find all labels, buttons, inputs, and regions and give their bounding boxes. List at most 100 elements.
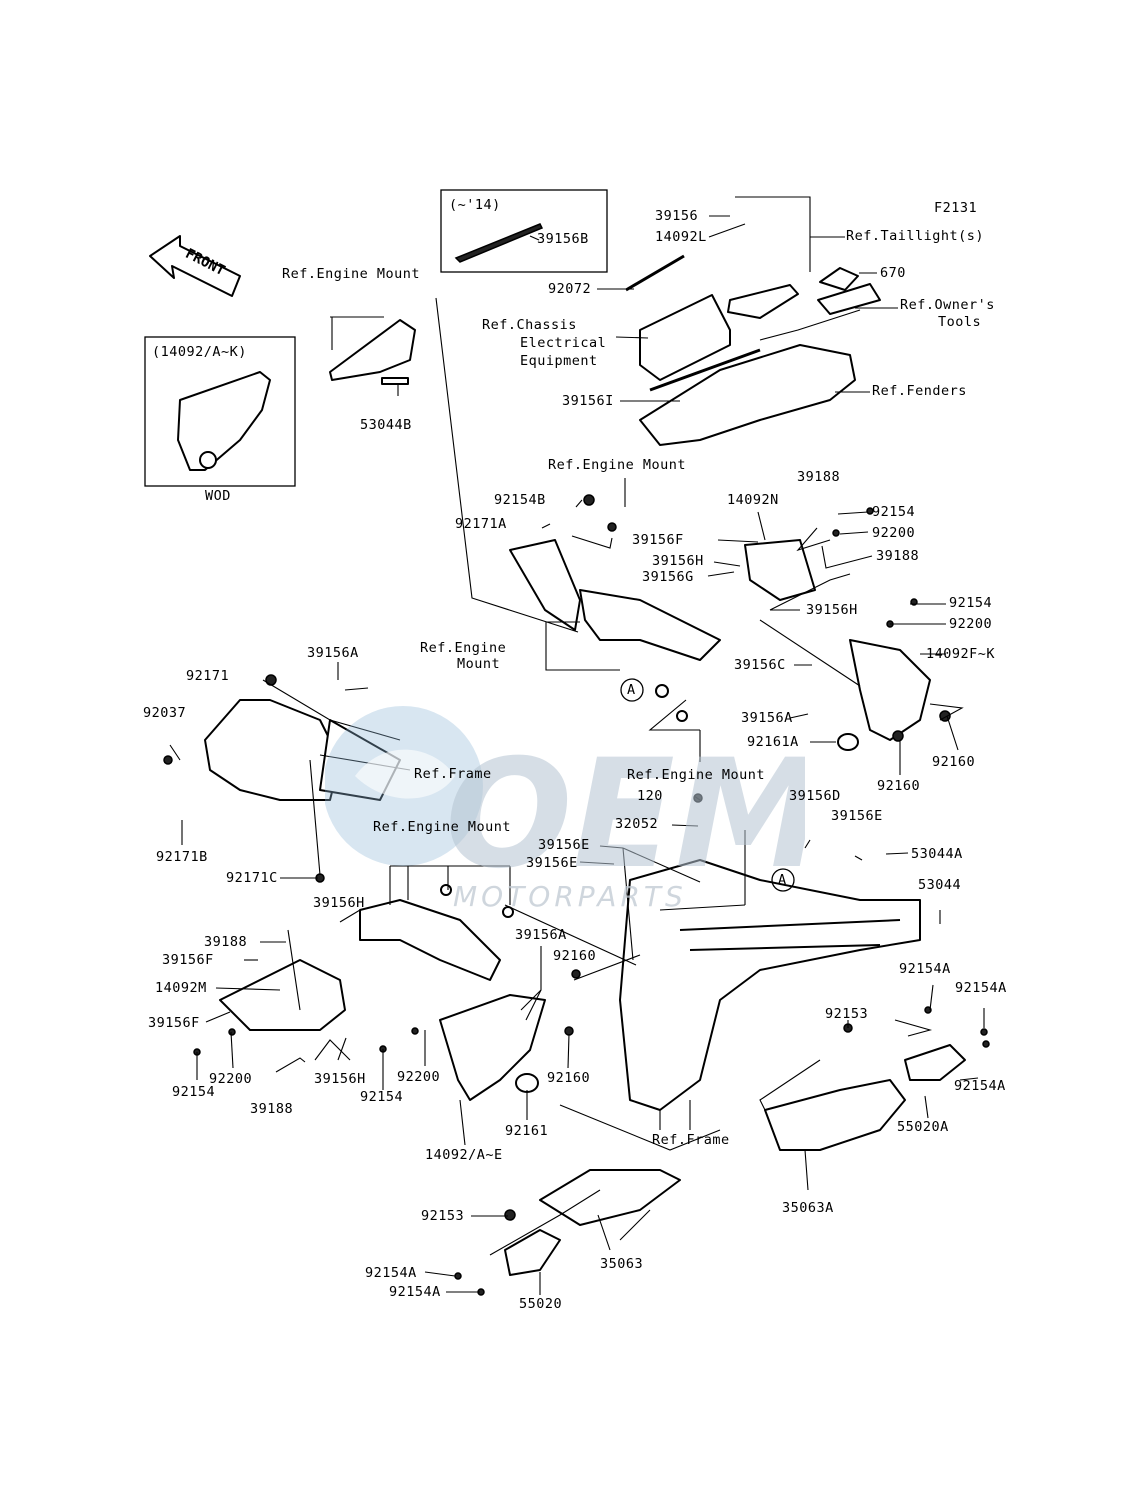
seat-rail-right-shape — [744, 539, 816, 601]
part-39156g[interactable]: 39156G — [642, 569, 694, 585]
part-14092m[interactable]: 14092M — [155, 980, 207, 996]
part-92160-4[interactable]: 92160 — [547, 1070, 591, 1086]
taillight-shape — [727, 284, 799, 319]
battery-box-shape — [639, 294, 731, 381]
part-39156a-1[interactable]: 39156A — [741, 710, 793, 726]
side-cover-left-shape — [219, 959, 346, 1031]
ref-frame-2[interactable]: Ref.Frame — [652, 1132, 730, 1148]
part-55020[interactable]: 55020 — [519, 1296, 563, 1312]
part-92154a-4[interactable]: 92154A — [365, 1265, 417, 1281]
part-92171b[interactable]: 92171B — [156, 849, 208, 865]
part-39156a-3[interactable]: 39156A — [515, 927, 567, 943]
part-39156a-2[interactable]: 39156A — [307, 645, 359, 661]
ref-chassis-line2[interactable]: Electrical — [520, 335, 607, 351]
part-92154b[interactable]: 92154B — [494, 492, 546, 508]
part-14092f-k[interactable]: 14092F~K — [926, 646, 996, 662]
marker-a-circle-2 — [771, 868, 795, 892]
part-92154-3[interactable]: 92154 — [172, 1084, 216, 1100]
part-92154a-3[interactable]: 92154A — [954, 1078, 1006, 1094]
part-39156[interactable]: 39156 — [655, 208, 699, 224]
part-39188-3[interactable]: 39188 — [204, 934, 248, 950]
figure-code: F2131 — [934, 200, 978, 216]
ref-fenders[interactable]: Ref.Fenders — [872, 383, 967, 399]
side-cover-right-shape — [849, 639, 931, 741]
lower-cover-shape — [439, 994, 546, 1101]
part-39188-4[interactable]: 39188 — [250, 1101, 294, 1117]
part-92154a-5[interactable]: 92154A — [389, 1284, 441, 1300]
part-92153-2[interactable]: 92153 — [421, 1208, 465, 1224]
part-92200-1[interactable]: 92200 — [872, 525, 916, 541]
ref-taillight[interactable]: Ref.Taillight(s) — [846, 228, 985, 244]
part-39156e-2[interactable]: 39156E — [538, 837, 590, 853]
part-92171c[interactable]: 92171C — [226, 870, 278, 886]
part-92154-2[interactable]: 92154 — [949, 595, 993, 611]
part-53044[interactable]: 53044 — [918, 877, 962, 893]
ref-engine-mount-3a[interactable]: Ref.Engine — [420, 640, 507, 656]
upper-subframe-shape — [579, 589, 721, 661]
ref-engine-mount-1[interactable]: Ref.Engine Mount — [282, 266, 421, 282]
part-39156h-4[interactable]: 39156H — [314, 1071, 366, 1087]
part-39188-2[interactable]: 39188 — [876, 548, 920, 564]
ref-owners-tools-line2[interactable]: Tools — [938, 314, 982, 330]
marker-a-label-1: A — [627, 682, 636, 698]
footpeg-bracket-left-shape — [539, 1169, 681, 1226]
seat-cowl-shape — [639, 344, 856, 446]
part-92200-4[interactable]: 92200 — [397, 1069, 441, 1085]
part-53044a[interactable]: 53044A — [911, 846, 963, 862]
part-39156c[interactable]: 39156C — [734, 657, 786, 673]
heel-guard-right-shape — [904, 1044, 966, 1081]
part-39156h-3[interactable]: 39156H — [313, 895, 365, 911]
part-92154a-2[interactable]: 92154A — [955, 980, 1007, 996]
part-92200-2[interactable]: 92200 — [949, 616, 993, 632]
ref-engine-mount-5[interactable]: Ref.Engine Mount — [373, 819, 512, 835]
part-670[interactable]: 670 — [880, 265, 906, 281]
year-inset-box — [440, 189, 608, 273]
part-92200-3[interactable]: 92200 — [209, 1071, 253, 1087]
part-92161[interactable]: 92161 — [505, 1123, 549, 1139]
part-39156e-3[interactable]: 39156E — [526, 855, 578, 871]
part-92161a[interactable]: 92161A — [747, 734, 799, 750]
part-39188-1[interactable]: 39188 — [797, 469, 841, 485]
ref-engine-mount-2[interactable]: Ref.Engine Mount — [548, 457, 687, 473]
ref-frame-1[interactable]: Ref.Frame — [414, 766, 492, 782]
part-39156d[interactable]: 39156D — [789, 788, 841, 804]
part-92160-1[interactable]: 92160 — [932, 754, 976, 770]
ref-engine-mount-3b[interactable]: Mount — [457, 656, 501, 672]
seat-rail-left-shape — [509, 539, 581, 631]
part-39156b[interactable]: 39156B — [537, 231, 589, 247]
part-39156f-2[interactable]: 39156F — [162, 952, 214, 968]
part-39156e-1[interactable]: 39156E — [831, 808, 883, 824]
part-92037[interactable]: 92037 — [143, 705, 187, 721]
ref-engine-mount-4[interactable]: Ref.Engine Mount — [627, 767, 766, 783]
part-35063a[interactable]: 35063A — [782, 1200, 834, 1216]
part-53044b[interactable]: 53044B — [360, 417, 412, 433]
part-32052[interactable]: 32052 — [615, 816, 659, 832]
wod-cover-shape — [177, 371, 271, 471]
part-92072[interactable]: 92072 — [548, 281, 592, 297]
ref-chassis-line1[interactable]: Ref.Chassis — [482, 317, 577, 333]
part-39156f-1[interactable]: 39156F — [632, 532, 684, 548]
part-92171a[interactable]: 92171A — [455, 516, 507, 532]
part-14092l[interactable]: 14092L — [655, 229, 707, 245]
part-92153-1[interactable]: 92153 — [825, 1006, 869, 1022]
ref-chassis-line3[interactable]: Equipment — [520, 353, 598, 369]
part-35063[interactable]: 35063 — [600, 1256, 644, 1272]
part-39156i[interactable]: 39156I — [562, 393, 614, 409]
part-92154-4[interactable]: 92154 — [360, 1089, 404, 1105]
part-120[interactable]: 120 — [637, 788, 663, 804]
part-92154-1[interactable]: 92154 — [872, 504, 916, 520]
part-92160-3[interactable]: 92160 — [553, 948, 597, 964]
part-14092-a-e[interactable]: 14092/A~E — [425, 1147, 503, 1163]
part-39156h-1[interactable]: 39156H — [652, 553, 704, 569]
part-39156h-2[interactable]: 39156H — [806, 602, 858, 618]
part-14092n[interactable]: 14092N — [727, 492, 779, 508]
part-92171[interactable]: 92171 — [186, 668, 230, 684]
part-55020a[interactable]: 55020A — [897, 1119, 949, 1135]
part-39156f-3[interactable]: 39156F — [148, 1015, 200, 1031]
marker-a-label-2: A — [778, 872, 787, 888]
ref-owners-tools-line1[interactable]: Ref.Owner's — [900, 297, 995, 313]
part-92160-2[interactable]: 92160 — [877, 778, 921, 794]
part-92154a-1[interactable]: 92154A — [899, 961, 951, 977]
